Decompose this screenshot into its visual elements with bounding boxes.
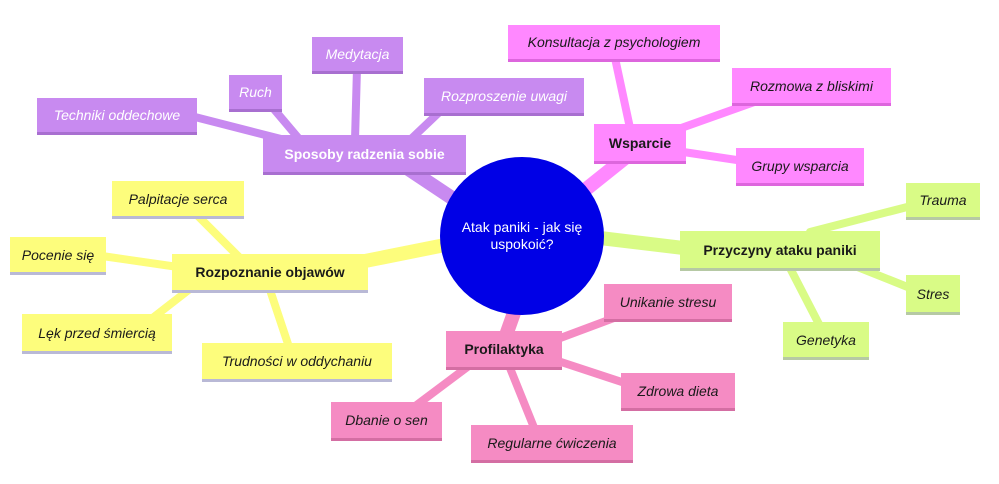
link-wsparcie-konsultacja: [611, 54, 634, 132]
leaf-stres[interactable]: Stres: [906, 275, 960, 315]
leaf-pocenie-sie[interactable]: Pocenie się: [10, 237, 106, 275]
branch-label: Rozpoznanie objawów: [195, 264, 345, 280]
leaf-label: Dbanie o sen: [345, 412, 428, 428]
leaf-trudnosci-w-oddychaniu[interactable]: Trudności w oddychaniu: [202, 343, 392, 382]
branch-label: Przyczyny ataku paniki: [703, 241, 857, 258]
leaf-label: Regularne ćwiczenia: [487, 434, 617, 451]
link-sposoby-medytacja: [351, 64, 361, 144]
leaf-rozproszenie-uwagi[interactable]: Rozproszenie uwagi: [424, 78, 584, 116]
leaf-label: Pocenie się: [21, 246, 95, 263]
leaf-label: Palpitacje serca: [128, 190, 228, 207]
link-objawy-palpitacje: [191, 209, 244, 262]
leaf-unikanie-stresu[interactable]: Unikanie stresu: [604, 284, 732, 322]
link-profilaktyka-cwiczenia: [506, 364, 539, 434]
branch-label: Sposoby radzenia sobie: [284, 145, 445, 162]
link-przyczyny-genetyka: [786, 264, 826, 334]
leaf-genetyka[interactable]: Genetyka: [783, 322, 869, 360]
leaf-label: Stres: [916, 285, 950, 302]
leaf-konsultacja-z-psychologiem[interactable]: Konsultacja z psychologiem: [508, 25, 720, 62]
link-objawy-trudnosci: [266, 286, 294, 354]
leaf-medytacja[interactable]: Medytacja: [312, 37, 403, 74]
leaf-label: Grupy wsparcia: [751, 157, 849, 174]
leaf-label: Zdrowa dieta: [637, 382, 719, 399]
leaf-zdrowa-dieta[interactable]: Zdrowa dieta: [621, 373, 735, 411]
branch-label: Wsparcie: [608, 134, 672, 151]
leaf-lek-przed-smiercia[interactable]: Lęk przed śmiercią: [22, 314, 172, 354]
leaf-palpitacje-serca[interactable]: Palpitacje serca: [112, 181, 244, 219]
leaf-techniki-oddechowe[interactable]: Techniki oddechowe: [37, 98, 197, 135]
leaf-dbanie-o-sen[interactable]: Dbanie o sen: [331, 402, 442, 441]
link-przyczyny-trauma: [806, 201, 919, 236]
leaf-label: Ruch: [239, 84, 272, 100]
leaf-label: Trauma: [919, 192, 967, 208]
leaf-label: Konsultacja z psychologiem: [527, 34, 701, 50]
branch-label: Profilaktyka: [464, 341, 544, 357]
leaf-regularne-cwiczenia[interactable]: Regularne ćwiczenia: [471, 425, 633, 463]
leaf-label: Lęk przed śmiercią: [38, 324, 156, 341]
leaf-label: Techniki oddechowe: [53, 107, 181, 123]
branch-profilaktyka[interactable]: Profilaktyka: [446, 331, 562, 370]
link-objawy-pocenie: [91, 251, 189, 272]
link-center-objawy: [353, 238, 452, 269]
leaf-label: Genetyka: [796, 331, 856, 348]
leaf-rozmowa-z-bliskimi[interactable]: Rozmowa z bliskimi: [732, 68, 891, 106]
leaf-label: Unikanie stresu: [619, 293, 717, 310]
leaf-grupy-wsparcia[interactable]: Grupy wsparcia: [736, 148, 864, 186]
branch-sposoby-radzenia-sobie[interactable]: Sposoby radzenia sobie: [263, 135, 466, 175]
leaf-ruch[interactable]: Ruch: [229, 75, 282, 112]
branch-przyczyny-ataku-paniki[interactable]: Przyczyny ataku paniki: [680, 231, 880, 271]
branch-wsparcie[interactable]: Wsparcie: [594, 124, 686, 164]
leaf-trauma[interactable]: Trauma: [906, 183, 980, 220]
branch-rozpoznanie-objawow[interactable]: Rozpoznanie objawów: [172, 254, 368, 293]
links-profilaktyka: [406, 303, 644, 434]
central-topic-label: Atak paniki - jak się uspokoić?: [461, 219, 583, 252]
central-topic[interactable]: Atak paniki - jak się uspokoić?: [440, 157, 604, 315]
leaf-label: Medytacja: [325, 46, 390, 62]
leaf-label: Rozmowa z bliskimi: [750, 77, 873, 94]
leaf-label: Trudności w oddychaniu: [222, 353, 372, 369]
leaf-label: Rozproszenie uwagi: [440, 87, 568, 104]
